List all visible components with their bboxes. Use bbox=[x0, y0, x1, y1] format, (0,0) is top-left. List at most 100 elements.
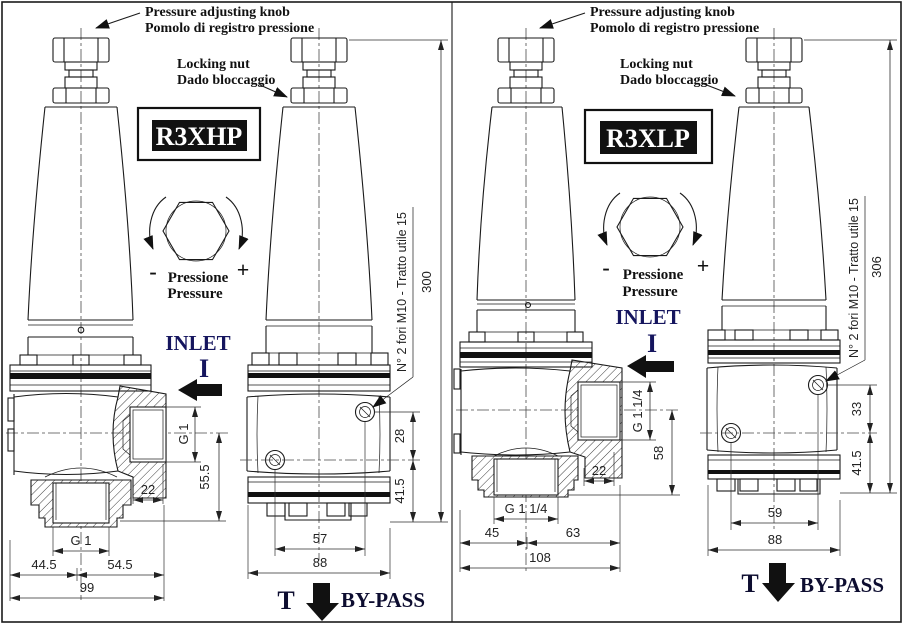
top-flange bbox=[9, 354, 152, 392]
knob-callout-arrow-icon bbox=[95, 12, 141, 29]
nut-callout-en: Locking nut bbox=[620, 57, 693, 72]
valve-body bbox=[706, 364, 838, 454]
dim-base-total: 108 bbox=[529, 550, 551, 565]
ccw-arrow-icon bbox=[143, 196, 167, 250]
dim-body-width: 88 bbox=[768, 532, 782, 547]
inlet-label: INLET I bbox=[615, 305, 681, 378]
rotation-indicator: - Pressione + Pressure bbox=[597, 192, 710, 300]
dim-side-offset: 22 bbox=[592, 463, 606, 478]
knob-callout-it: Pomolo di registro pressione bbox=[145, 21, 314, 36]
locking-nut bbox=[290, 87, 348, 104]
bypass-label: T BY-PASS bbox=[277, 583, 425, 621]
front-view-dimensions: 33 41.5 59 88 306 N° 2 fori M10 - Tratto… bbox=[700, 39, 897, 556]
nut-callout-arrow-icon bbox=[259, 84, 288, 98]
inlet-word: INLET bbox=[615, 305, 680, 329]
dim-base-right: 63 bbox=[566, 525, 580, 540]
model-plate: R3XLP bbox=[583, 108, 714, 165]
pressure-plus: + bbox=[237, 257, 250, 282]
knob-callout-arrow-icon bbox=[539, 12, 586, 29]
dim-hole-to-base: 41.5 bbox=[392, 478, 407, 503]
inlet-letter: I bbox=[199, 354, 209, 383]
pressure-minus: - bbox=[602, 255, 609, 280]
hex-knob-top-icon bbox=[162, 201, 230, 261]
nut-callout-it: Dado bloccaggio bbox=[177, 73, 275, 88]
dim-hole-gap: 33 bbox=[849, 402, 864, 416]
model-name: R3XHP bbox=[156, 122, 243, 151]
inlet-arrow-icon bbox=[178, 379, 222, 401]
callouts: Pressure adjusting knob Pomolo di regist… bbox=[95, 5, 314, 98]
locking-nut bbox=[52, 87, 110, 104]
dim-base-total: 99 bbox=[80, 580, 94, 595]
locking-nut bbox=[497, 87, 555, 104]
pressure-plus: + bbox=[697, 253, 710, 278]
top-flange bbox=[707, 329, 841, 364]
valve-body bbox=[453, 359, 623, 498]
knob-callout-en: Pressure adjusting knob bbox=[590, 5, 735, 20]
valve-side-view bbox=[6, 28, 228, 600]
dim-side-thread: G 1 bbox=[176, 424, 191, 445]
nut-callout-it: Dado bloccaggio bbox=[620, 73, 718, 88]
pressure-label-it: Pressione bbox=[623, 267, 684, 283]
bypass-letter: T bbox=[277, 586, 294, 615]
dim-side-height: 55.5 bbox=[197, 464, 212, 489]
pressure-label-it: Pressione bbox=[168, 270, 229, 286]
dim-base-left: 45 bbox=[485, 525, 499, 540]
ccw-arrow-icon bbox=[597, 192, 621, 246]
side-view-dimensions: G 1 1/4 58 22 G 1 1/4 45 63 108 bbox=[459, 381, 680, 572]
callouts: Pressure adjusting knob Pomolo di regist… bbox=[539, 5, 759, 97]
holes-note: N° 2 fori M10 - Tratto utile 15 bbox=[847, 198, 861, 358]
bottom-flange bbox=[247, 476, 391, 521]
dim-overall-height: 306 bbox=[869, 256, 884, 278]
front-view-dimensions: 28 41.5 57 88 300 N° 2 fori M10 - Tratto… bbox=[240, 39, 448, 579]
valve-side-view bbox=[453, 28, 680, 572]
bypass-label: T BY-PASS bbox=[741, 563, 884, 602]
nut-callout-en: Locking nut bbox=[177, 57, 250, 72]
dim-body-width: 88 bbox=[313, 555, 327, 570]
pressure-minus: - bbox=[149, 259, 156, 284]
panel-r3xlp: G 1 1/4 58 22 G 1 1/4 45 63 108 bbox=[453, 5, 897, 602]
model-plate: R3XHP bbox=[136, 106, 262, 162]
pressure-adjusting-knob bbox=[290, 37, 348, 89]
bypass-word: BY-PASS bbox=[800, 573, 884, 597]
pressure-label-en: Pressure bbox=[622, 284, 678, 300]
dim-base-right: 54.5 bbox=[107, 557, 132, 572]
top-flange bbox=[459, 331, 593, 368]
knob-callout-it: Pomolo di registro pressione bbox=[590, 21, 759, 36]
dim-bottom-thread: G 1 bbox=[71, 533, 92, 548]
dim-side-height: 58 bbox=[651, 446, 666, 460]
holes-note: N° 2 fori M10 - Tratto utile 15 bbox=[395, 212, 409, 372]
dim-base-left: 44.5 bbox=[31, 557, 56, 572]
pressure-adjusting-knob bbox=[497, 37, 555, 89]
cw-arrow-icon bbox=[225, 196, 249, 250]
spring-housing bbox=[27, 106, 134, 356]
inlet-word: INLET bbox=[165, 331, 230, 355]
valve-body bbox=[7, 385, 167, 528]
bottom-flange bbox=[707, 454, 841, 495]
pressure-label-en: Pressure bbox=[167, 286, 223, 302]
valve-front-view bbox=[246, 28, 391, 560]
dim-bottom-thread: G 1 1/4 bbox=[505, 501, 548, 516]
hex-knob-top-icon bbox=[616, 197, 684, 257]
nut-callout-arrow-icon bbox=[703, 83, 736, 97]
dim-overall-height: 300 bbox=[419, 271, 434, 293]
dim-hole-span: 57 bbox=[313, 531, 327, 546]
dim-hole-to-base: 41.5 bbox=[849, 450, 864, 475]
inlet-label: INLET I bbox=[165, 331, 231, 401]
locking-nut bbox=[745, 87, 803, 104]
rotation-indicator: - Pressione + Pressure bbox=[143, 196, 250, 302]
dim-hole-gap: 28 bbox=[392, 429, 407, 443]
valve-front-view bbox=[706, 28, 841, 530]
bypass-arrow-icon bbox=[762, 583, 795, 602]
cw-arrow-icon bbox=[679, 192, 703, 246]
bypass-letter: T bbox=[741, 569, 758, 598]
top-flange bbox=[247, 352, 391, 392]
bypass-word: BY-PASS bbox=[341, 588, 425, 612]
inlet-arrow-icon bbox=[627, 355, 674, 378]
dim-side-thread: G 1 1/4 bbox=[630, 390, 645, 433]
side-view-dimensions: G 1 55.5 22 G 1 44.5 54.5 99 bbox=[9, 406, 226, 601]
model-name: R3XLP bbox=[606, 124, 690, 153]
dim-side-offset: 22 bbox=[141, 482, 155, 497]
inlet-letter: I bbox=[647, 329, 657, 358]
